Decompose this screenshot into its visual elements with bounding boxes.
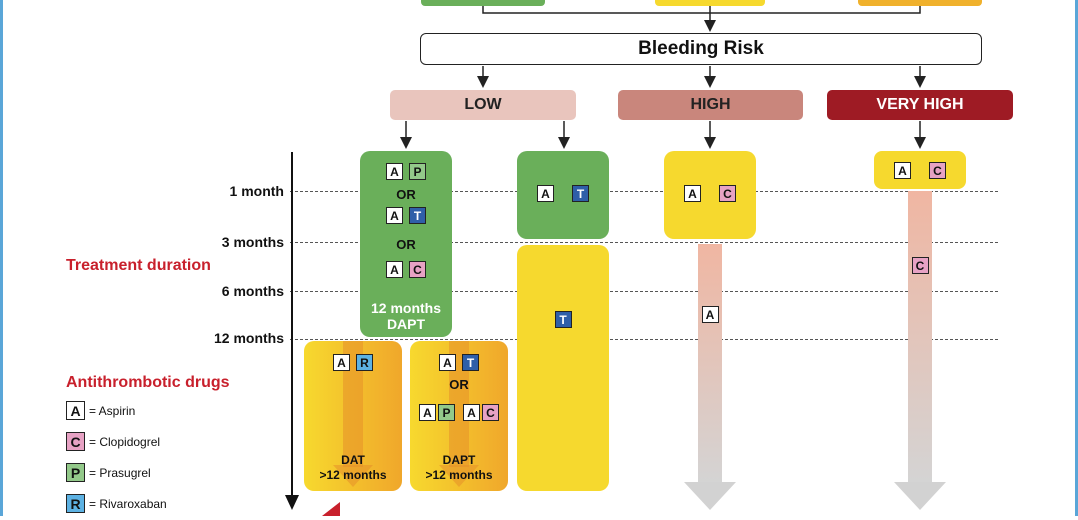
legend-aspirin: A = Aspirin bbox=[66, 401, 135, 420]
legend-clopidogrel: C = Clopidogrel bbox=[66, 432, 160, 451]
dapt-ap-ac-chips: A P A C bbox=[410, 404, 508, 421]
risk-high-label: HIGH bbox=[690, 96, 731, 113]
dash-line-6-months bbox=[290, 291, 998, 292]
legend-rivaroxaban: R = Rivaroxaban bbox=[66, 494, 167, 513]
chip-c: C bbox=[409, 261, 426, 278]
high-fading-arrow bbox=[684, 244, 736, 510]
chip-a: A bbox=[386, 261, 403, 278]
chip-p: P bbox=[409, 163, 426, 180]
dat-ar-chips: A R bbox=[304, 354, 402, 371]
dash-line-3-months bbox=[290, 242, 998, 243]
top-box-yellow bbox=[655, 0, 765, 6]
top-box-orange bbox=[858, 0, 982, 6]
very-high-fading-arrow bbox=[894, 191, 946, 510]
bleeding-risk-label: Bleeding Risk bbox=[638, 38, 764, 59]
chip-t: T bbox=[572, 185, 589, 202]
risk-very-high-label: VERY HIGH bbox=[876, 96, 964, 113]
legend-prasugrel-label: = Prasugrel bbox=[89, 465, 151, 480]
top-box-green bbox=[421, 0, 545, 6]
legend-rivaroxaban-label: = Rivaroxaban bbox=[89, 496, 167, 511]
chip-a: A bbox=[439, 354, 456, 371]
low-dapt-caption-line1: 12 months bbox=[370, 300, 441, 316]
chip-a: A bbox=[419, 404, 436, 421]
very-high-ac-chips: A C bbox=[874, 162, 966, 179]
dat-caption-line1: DAT bbox=[341, 453, 365, 467]
risk-low-pill: LOW bbox=[390, 90, 576, 120]
chip-t: T bbox=[409, 207, 426, 224]
chip-c: C bbox=[911, 257, 929, 274]
low-or-1: OR bbox=[396, 187, 416, 202]
bleeding-risk-box: Bleeding Risk bbox=[420, 33, 982, 65]
low2-at-chips: A T bbox=[517, 185, 609, 202]
legend-aspirin-label: = Aspirin bbox=[89, 403, 136, 418]
chip-a: A bbox=[537, 185, 554, 202]
legend-clopidogrel-label: = Clopidogrel bbox=[89, 434, 161, 449]
high-ac-chips: A C bbox=[664, 185, 756, 202]
low-dapt-caption: 12 months DAPT bbox=[360, 300, 452, 332]
low-ap-chips: A P bbox=[360, 163, 452, 180]
tick-label-12-months: 12 months bbox=[213, 330, 284, 346]
chip-a: A bbox=[701, 306, 719, 323]
risk-high-pill: HIGH bbox=[618, 90, 803, 120]
chip-a: A bbox=[386, 207, 403, 224]
risk-low-label: LOW bbox=[464, 96, 502, 113]
chip-aspirin: A bbox=[66, 401, 85, 420]
chip-rivaroxaban: R bbox=[66, 494, 85, 513]
very-high-ac-yellow-box bbox=[874, 151, 966, 189]
chip-t: T bbox=[554, 311, 572, 328]
low2-t-chip: T bbox=[517, 311, 609, 328]
chip-p: P bbox=[438, 404, 455, 421]
legend-prasugrel: P = Prasugrel bbox=[66, 463, 151, 482]
dapt-caption-line2: >12 months bbox=[425, 468, 493, 482]
high-a-chip: A bbox=[680, 306, 740, 323]
chip-a: A bbox=[333, 354, 350, 371]
dat-caption: DAT >12 months bbox=[304, 453, 402, 483]
chip-a: A bbox=[894, 162, 911, 179]
chip-t: T bbox=[462, 354, 479, 371]
dapt-at-chips: A T bbox=[410, 354, 508, 371]
chip-a: A bbox=[463, 404, 480, 421]
tick-label-6-months: 6 months bbox=[221, 283, 284, 299]
low-or-2: OR bbox=[396, 237, 416, 252]
dapt-caption-line1: DAPT bbox=[442, 453, 476, 467]
chip-c: C bbox=[482, 404, 499, 421]
low-ac-chips: A C bbox=[360, 261, 452, 278]
dapt-inner-arrow bbox=[439, 341, 479, 487]
chip-c: C bbox=[719, 185, 736, 202]
frame-border-right bbox=[1075, 0, 1078, 516]
high-ac-yellow-box bbox=[664, 151, 756, 239]
chip-a: A bbox=[386, 163, 403, 180]
chip-a: A bbox=[684, 185, 701, 202]
chip-r: R bbox=[356, 354, 373, 371]
low-at-chips: A T bbox=[360, 207, 452, 224]
red-arrow-tip bbox=[322, 502, 340, 516]
low-t-yellow-box bbox=[517, 245, 609, 491]
risk-very-high-pill: VERY HIGH bbox=[827, 90, 1013, 120]
tick-label-3-months: 3 months bbox=[221, 234, 284, 250]
dat-inner-arrow bbox=[333, 341, 373, 487]
frame-border-left bbox=[0, 0, 3, 516]
tick-label-1-month: 1 month bbox=[229, 183, 284, 199]
dash-line-1-month bbox=[290, 191, 998, 192]
chip-prasugrel: P bbox=[66, 463, 85, 482]
low-dapt-caption-line2: DAPT bbox=[386, 316, 426, 332]
dapt-caption: DAPT >12 months bbox=[410, 453, 508, 483]
dash-line-12-months bbox=[290, 339, 998, 340]
low-at-green-box bbox=[517, 151, 609, 239]
chip-clopidogrel: C bbox=[66, 432, 85, 451]
antithrombotic-drugs-title: Antithrombotic drugs bbox=[66, 374, 230, 391]
time-axis-arrow bbox=[285, 152, 299, 510]
treatment-duration-title: Treatment duration bbox=[66, 257, 211, 274]
dapt-or: OR bbox=[449, 377, 469, 392]
low-dapt-green-box bbox=[360, 151, 452, 337]
dat-caption-line2: >12 months bbox=[319, 468, 387, 482]
very-high-c-chip: C bbox=[890, 257, 950, 274]
chip-c: C bbox=[929, 162, 946, 179]
